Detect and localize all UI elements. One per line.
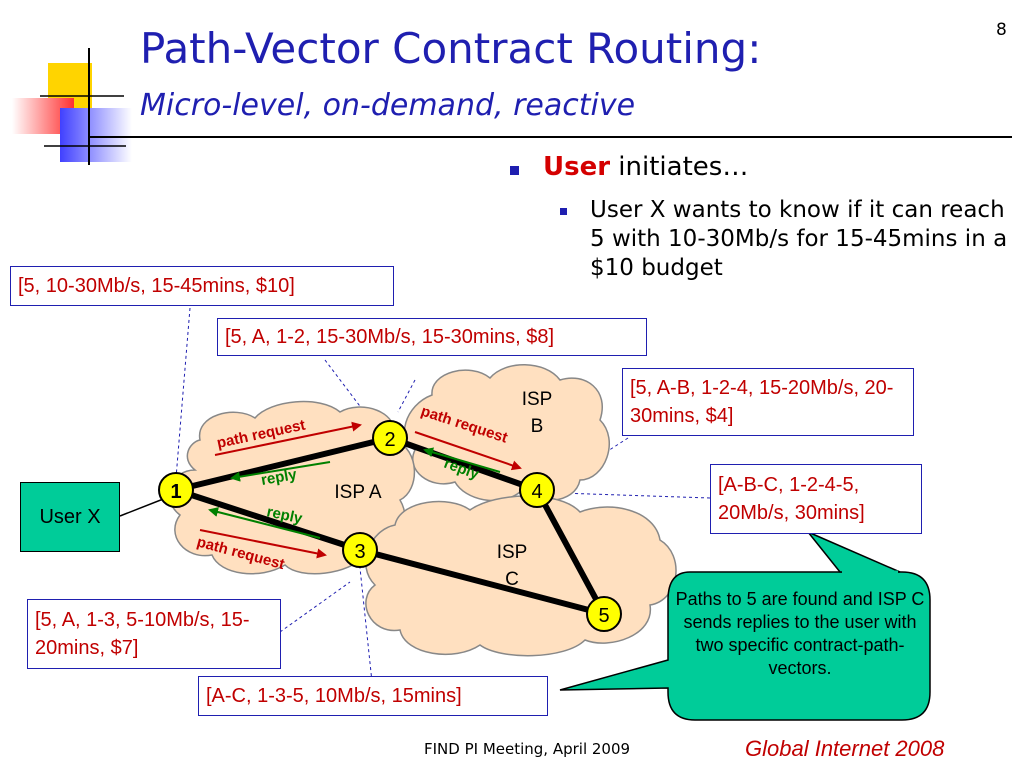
node-3: 3 (342, 532, 378, 568)
callout-tail-top (807, 531, 901, 573)
cloud-isp-b: ISP B (403, 364, 610, 502)
user-x-box: User X (20, 482, 120, 552)
isp-a-path-1-3-box: [5, A, 1-3, 5-10Mb/s, 15-20mins, $7] (27, 599, 281, 669)
link-1-3 (173, 487, 363, 553)
bullet-sub: User X wants to know if it can reach 5 w… (590, 197, 1008, 281)
reply-arrow-2-1 (230, 461, 331, 482)
isp-a-path-1-2-box: [5, A, 1-2, 15-30Mb/s, 15-30mins, $8] (217, 318, 647, 356)
isp-c-label-line1: ISP (497, 542, 528, 563)
corner-decoration (12, 48, 132, 165)
callout-text: Paths to 5 are found and ISP C sends rep… (675, 589, 925, 678)
node-2-label: 2 (384, 429, 395, 451)
links (173, 435, 607, 617)
bullet-main: User initiates… (543, 152, 748, 182)
link-4-5 (534, 487, 607, 617)
node-1-label: 1 (170, 481, 181, 503)
link-1-2 (173, 435, 393, 493)
reply-arrow-4-2 (423, 447, 501, 473)
node-5: 5 (586, 596, 622, 632)
isp-b-label-line1: ISP (522, 389, 553, 410)
reply-label-2-1: reply (260, 466, 299, 489)
request-box: [5, 10-30Mb/s, 15-45mins, $10] (10, 266, 394, 306)
callout-bubble (559, 571, 931, 721)
footer-meeting: FIND PI Meeting, April 2009 (424, 740, 631, 758)
node-3-label: 3 (354, 541, 365, 563)
isp-b-label-line2: B (531, 416, 544, 437)
bullet-main-bold: User (543, 152, 611, 182)
isp-c-label-line2: C (505, 569, 519, 590)
node-5-label: 5 (598, 605, 609, 627)
node-4: 4 (519, 472, 555, 508)
node-2: 2 (372, 420, 408, 456)
deco-blue-square (60, 108, 132, 162)
node-4-label: 4 (531, 481, 542, 503)
path-request-arrow-1-3 (199, 529, 327, 559)
link-2-4 (387, 435, 540, 493)
bullet-main-rest: initiates… (610, 152, 749, 182)
link-3-5 (357, 547, 607, 617)
reply-arrow-3-1 (208, 507, 321, 539)
isp-a-label: ISP A (334, 482, 382, 503)
isp-b-path-box: [5, A-B, 1-2-4, 15-20Mb/s, 20-30mins, $4… (622, 368, 914, 436)
footer-conference: Global Internet 2008 (745, 736, 945, 761)
path-request-arrow-2-4 (414, 431, 522, 471)
reply-abc-box: [A-B-C, 1-2-4-5, 20Mb/s, 30mins] (710, 464, 922, 534)
reply-ac-box: [A-C, 1-3-5, 10Mb/s, 15mins] (198, 676, 548, 716)
path-request-arrow-1-2 (214, 421, 362, 456)
cloud-isp-c: ISP C (365, 495, 677, 657)
title-rule (88, 136, 1012, 138)
node-1: 1 (158, 472, 194, 508)
slide-subtitle: Micro-level, on-demand, reactive (140, 88, 636, 123)
bullet-icon (510, 166, 519, 175)
slide-title: Path-Vector Contract Routing: (140, 24, 762, 73)
slide-number: 8 (996, 20, 1007, 40)
sub-bullet-icon (560, 208, 567, 215)
